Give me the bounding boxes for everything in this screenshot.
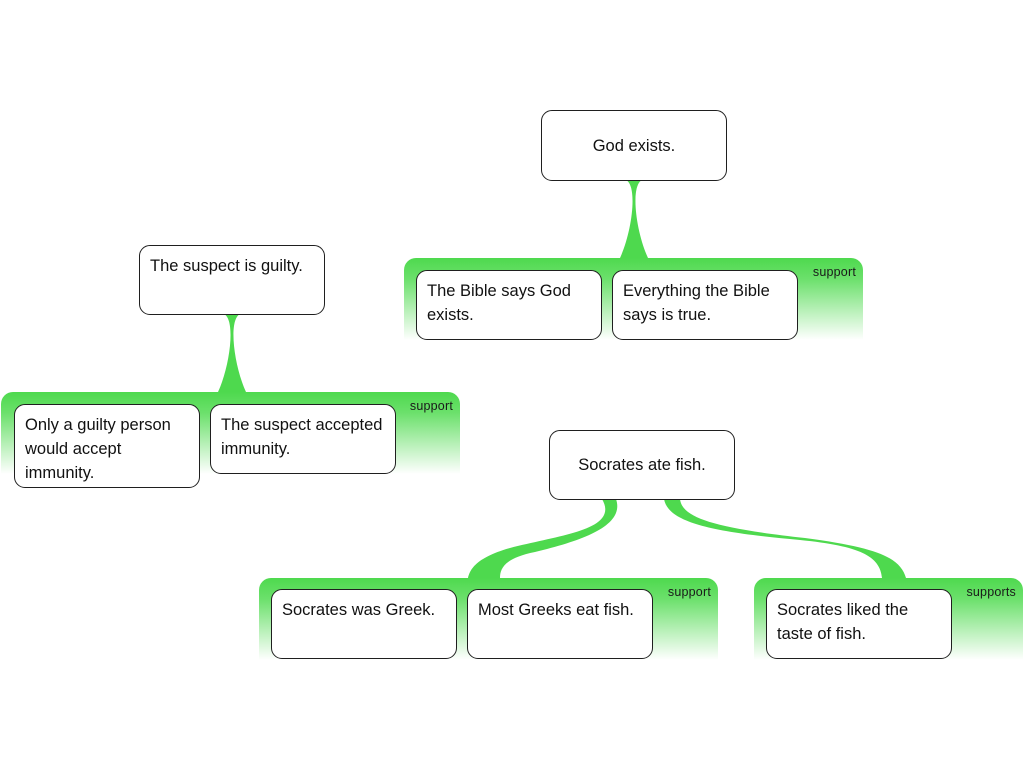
premise-box-bible-is-true[interactable]: Everything the Bible says is true. — [612, 270, 798, 340]
premise-text: Socrates was Greek. — [282, 601, 436, 619]
premise-text: Most Greeks eat fish. — [478, 601, 634, 619]
connector-suspect-guilty — [218, 314, 246, 392]
claim-text: God exists. — [592, 136, 676, 155]
claim-text: Socrates ate fish. — [578, 456, 706, 474]
claim-box-suspect-guilty[interactable]: The suspect is guilty. — [139, 245, 325, 315]
premise-text: Socrates liked the taste of fish. — [777, 601, 909, 643]
connector-socrates-left — [468, 499, 618, 578]
premise-text: Everything the Bible says is true. — [623, 282, 770, 324]
premise-box-suspect-accepted-immunity[interactable]: The suspect accepted immunity. — [210, 404, 396, 474]
connector-socrates-right — [664, 499, 906, 578]
claim-box-socrates-ate-fish[interactable]: Socrates ate fish. — [549, 430, 735, 500]
premise-box-socrates-liked-fish[interactable]: Socrates liked the taste of fish. — [766, 589, 952, 659]
premise-box-only-guilty-accept-immunity[interactable]: Only a guilty person would accept immuni… — [14, 404, 200, 488]
premise-box-most-greeks-eat-fish[interactable]: Most Greeks eat fish. — [467, 589, 653, 659]
premise-text: The Bible says God exists. — [427, 282, 571, 324]
reason-type-label: supports — [966, 585, 1016, 599]
reason-type-label: support — [812, 265, 856, 279]
reason-type-label: support — [667, 585, 711, 599]
premise-text: Only a guilty person would accept immuni… — [25, 416, 171, 482]
connector-god-exists — [620, 180, 648, 258]
claim-text: The suspect is guilty. — [150, 257, 303, 275]
premise-text: The suspect accepted immunity. — [221, 416, 383, 458]
claim-box-god-exists[interactable]: God exists. — [541, 110, 727, 181]
premise-box-bible-says-god-exists[interactable]: The Bible says God exists. — [416, 270, 602, 340]
reason-type-label: support — [409, 399, 453, 413]
premise-box-socrates-was-greek[interactable]: Socrates was Greek. — [271, 589, 457, 659]
